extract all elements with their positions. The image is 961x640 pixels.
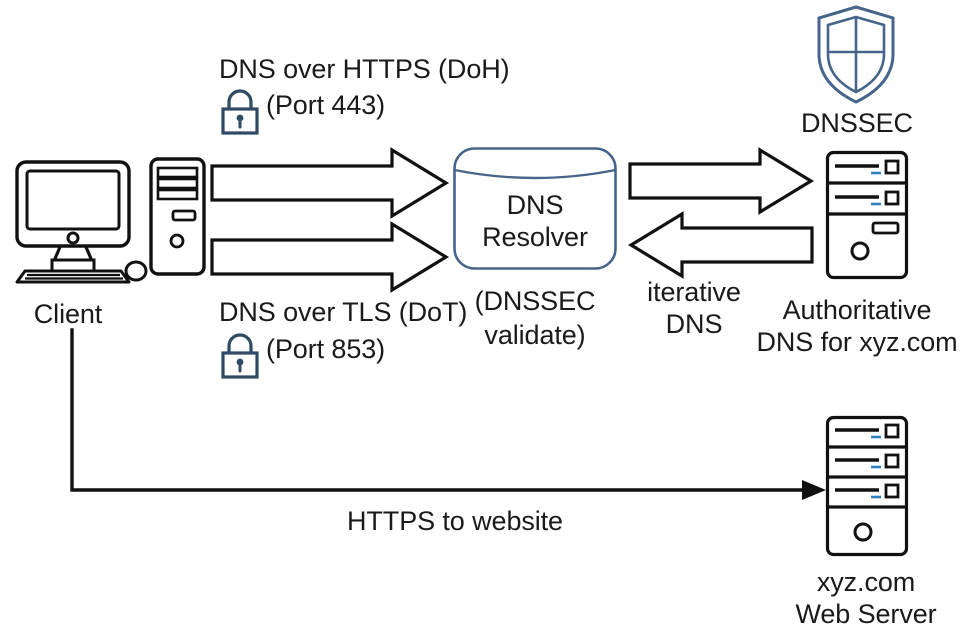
iterative-label-line1: iterative	[647, 277, 741, 307]
shield-icon	[817, 5, 895, 104]
authoritative-label-line1: Authoritative	[782, 295, 932, 325]
doh-port-label: (Port 443)	[266, 90, 386, 120]
resolver-title-line2: Resolver	[482, 222, 588, 252]
iterative-arrow-left	[627, 211, 814, 279]
doh-label: DNS over HTTPS (DoH)	[219, 54, 510, 84]
dot-arrow	[210, 221, 450, 293]
server-tower-icon	[825, 150, 909, 280]
authoritative-node[interactable]	[825, 150, 909, 280]
https-label: HTTPS to website	[347, 506, 563, 536]
dot-lock-icon	[218, 333, 262, 380]
dot-label: DNS over TLS (DoT)	[219, 297, 468, 327]
server-tower-icon	[825, 415, 909, 557]
database-cylinder-icon	[453, 147, 617, 270]
authoritative-label-line2: DNS for xyz.com	[756, 327, 958, 357]
webserver-label-line2: Web Server	[795, 599, 937, 629]
resolver-note-line1: (DNSSEC	[474, 286, 596, 316]
dot-port-label: (Port 853)	[266, 334, 386, 364]
doh-lock-icon	[218, 89, 262, 136]
iterative-arrow-right	[628, 147, 815, 215]
webserver-node[interactable]	[825, 415, 909, 557]
desktop-computer-icon	[15, 157, 206, 284]
resolver-note-line2: validate)	[484, 320, 586, 350]
dnssec-label: DNSSEC	[801, 108, 913, 138]
iterative-label-line2: DNS	[665, 309, 723, 339]
client-label: Client	[33, 299, 103, 329]
client-node[interactable]	[8, 157, 208, 284]
doh-arrow	[210, 147, 450, 219]
resolver-node[interactable]	[452, 146, 618, 271]
webserver-label-line1: xyz.com	[816, 567, 916, 597]
https-connector	[60, 328, 830, 508]
resolver-title-line1: DNS	[506, 190, 564, 220]
dnssec-node[interactable]	[813, 4, 899, 106]
